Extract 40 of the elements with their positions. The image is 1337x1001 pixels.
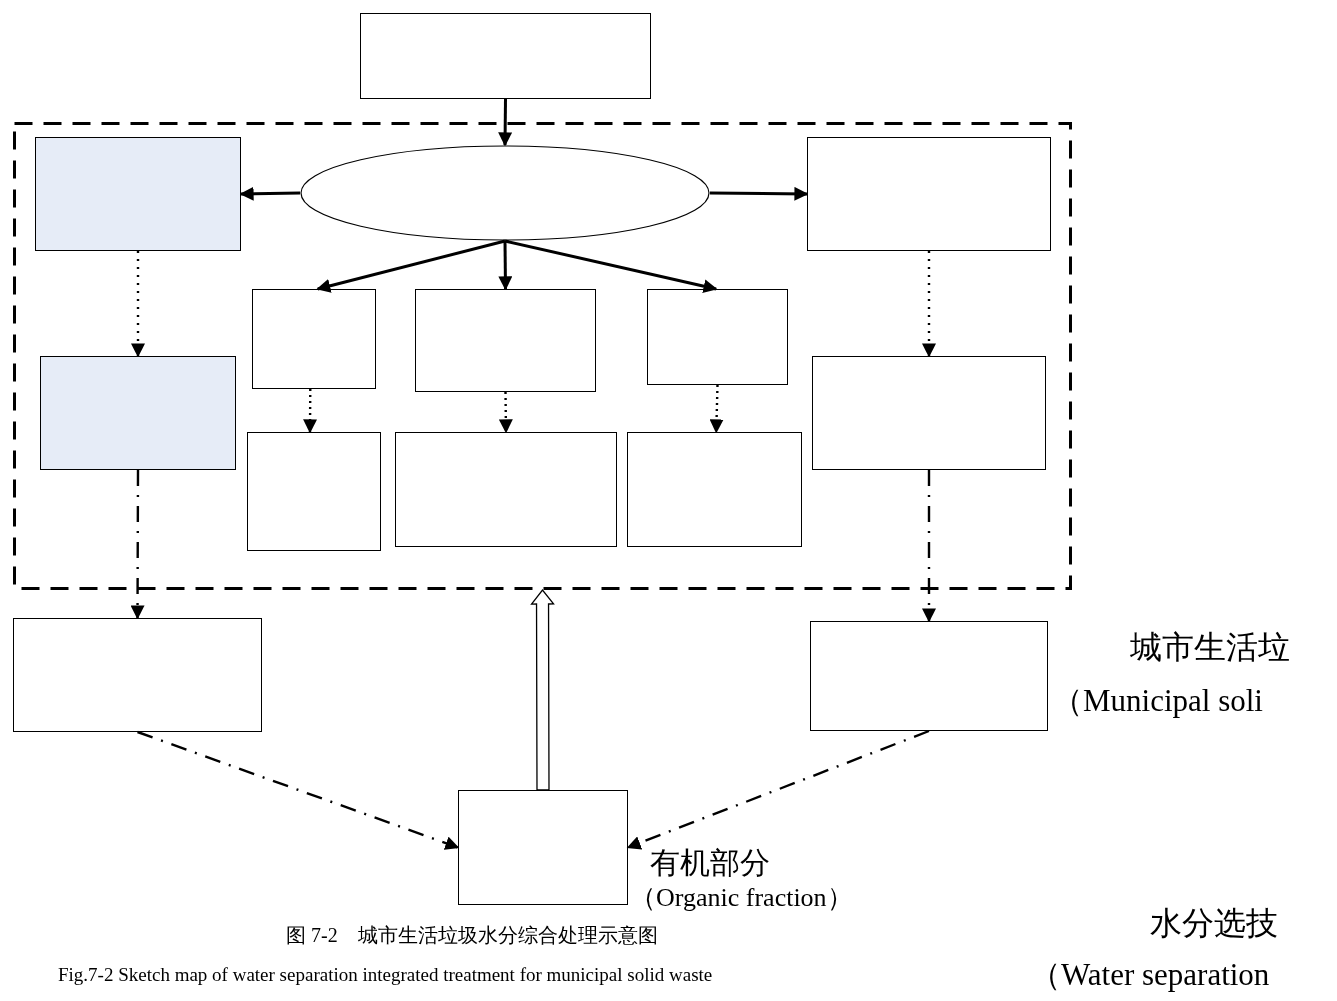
process-box <box>458 790 628 905</box>
annotation-text: 城市生活垃 <box>1130 630 1290 666</box>
process-box <box>252 289 376 389</box>
process-box <box>395 432 617 547</box>
annotation-text: （Organic fraction） <box>630 884 853 913</box>
process-box <box>40 356 236 470</box>
arrow <box>239 186 301 201</box>
figure-caption: Fig.7-2 Sketch map of water separation integrated treatment for municipal solid waste <box>58 965 713 986</box>
arrow <box>626 729 930 850</box>
arrow <box>316 239 506 293</box>
process-box <box>415 289 596 392</box>
process-box <box>812 356 1046 470</box>
process-box <box>807 137 1051 251</box>
process-ellipse <box>300 145 710 241</box>
annotation-text: 有机部分 <box>650 846 770 879</box>
arrow <box>710 186 809 201</box>
process-box <box>247 432 381 551</box>
dashed-group-boundary <box>13 122 1072 590</box>
annotation-text: （Water separation <box>1030 958 1270 993</box>
annotation-text: 水分选技 <box>1150 906 1278 942</box>
arrow <box>303 389 318 434</box>
process-box <box>35 137 241 251</box>
arrow <box>709 384 724 434</box>
arrow <box>504 239 718 294</box>
arrow <box>498 241 513 291</box>
arrow <box>131 251 145 358</box>
arrow <box>922 251 936 358</box>
process-box <box>810 621 1048 731</box>
annotation-text: （Municipal soli <box>1052 684 1263 719</box>
process-box <box>627 432 802 547</box>
arrow <box>498 392 513 434</box>
figure-caption: 图 7-2 城市生活垃圾水分综合处理示意图 <box>286 924 658 946</box>
process-box <box>647 289 788 385</box>
hollow-arrow <box>530 588 555 791</box>
arrow <box>130 470 145 620</box>
process-box <box>13 618 262 732</box>
arrow <box>137 730 460 850</box>
arrow <box>498 99 513 147</box>
process-box <box>360 13 651 99</box>
arrow <box>922 470 936 623</box>
